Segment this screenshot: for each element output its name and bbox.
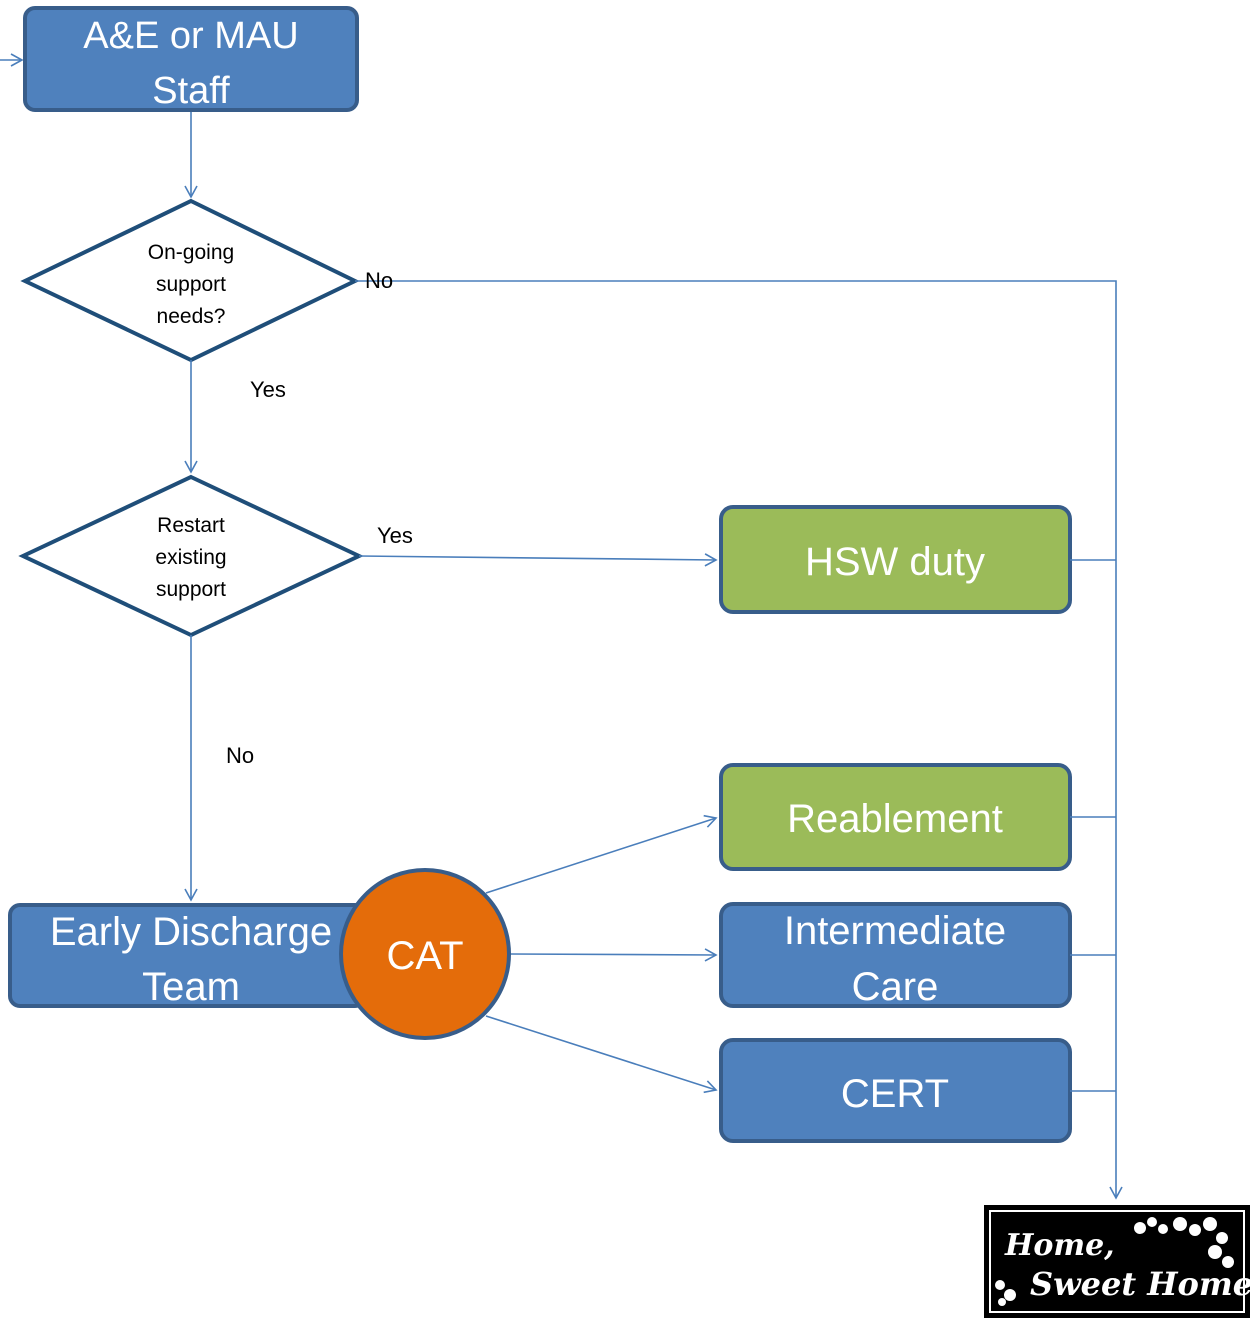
node-hsw-duty-label: HSW duty (805, 540, 985, 584)
connector-support-no-to-home (355, 280, 1123, 1200)
edge-label-support-no: No (365, 268, 393, 293)
decision-restart-support: Restart existing support (18, 474, 364, 638)
decision-ongoing-support-line1: On-going (148, 241, 234, 264)
edge-label-support-yes: Yes (250, 377, 286, 402)
node-cat: CAT (339, 868, 511, 1040)
node-early-discharge-line2: Team (142, 965, 240, 1009)
node-hsw-duty: HSW duty (719, 505, 1072, 614)
node-intermediate-care-line2: Care (852, 965, 939, 1009)
start-node-line2: Staff (152, 70, 230, 112)
decision-restart-line3: support (156, 578, 226, 601)
node-cert-label: CERT (841, 1072, 949, 1116)
decision-restart-line1: Restart (157, 514, 225, 537)
node-reablement: Reablement (719, 763, 1072, 871)
start-node: A&E or MAU Staff (23, 6, 359, 112)
logo-line2: Sweet Home (1030, 1265, 1252, 1303)
node-cat-label: CAT (386, 934, 463, 978)
home-sweet-home-logo: Home, Sweet Home (984, 1205, 1252, 1318)
decision-ongoing-support-line2: support (156, 273, 226, 296)
connector-cat-to-cert (485, 1015, 718, 1094)
start-node-line1: A&E or MAU (83, 15, 298, 57)
node-intermediate-care: Intermediate Care (719, 902, 1072, 1009)
flower-decoration-icon (995, 1217, 1234, 1306)
node-reablement-label: Reablement (787, 797, 1003, 841)
edge-label-restart-no: No (226, 743, 254, 768)
node-early-discharge-team: Early Discharge Team (8, 903, 367, 1009)
decision-ongoing-support: On-going support needs? (20, 198, 360, 363)
edge-label-restart-yes: Yes (377, 523, 413, 548)
connector-cat-to-intermediate (509, 948, 718, 962)
connector-restart-yes-to-hsw (358, 553, 718, 567)
logo-line1: Home, (1004, 1228, 1115, 1263)
node-intermediate-care-line1: Intermediate (784, 909, 1006, 953)
node-cert: CERT (719, 1038, 1072, 1143)
decision-ongoing-support-line3: needs? (157, 305, 226, 328)
connector-cat-to-reablement (485, 814, 718, 894)
decision-restart-line2: existing (155, 546, 226, 569)
node-early-discharge-line1: Early Discharge (50, 910, 332, 954)
